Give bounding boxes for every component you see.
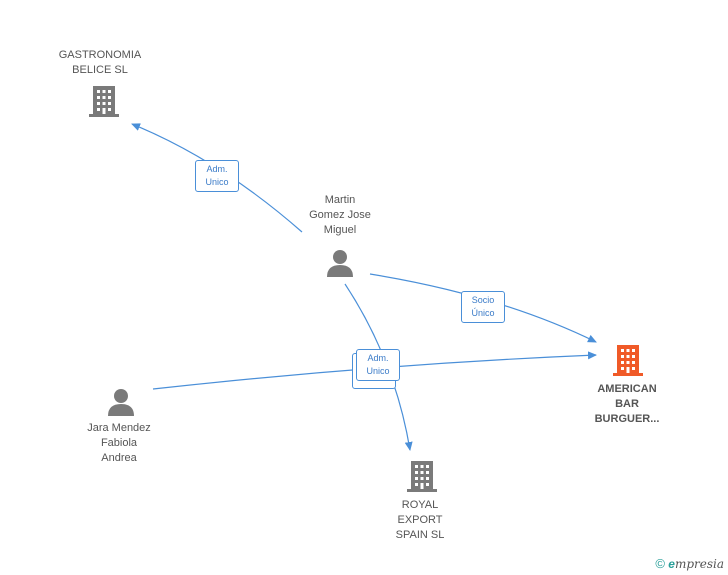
edge-label-martin-american[interactable]: Socio Único bbox=[461, 291, 505, 323]
brand-initial: e bbox=[668, 557, 675, 571]
copyright-symbol: © bbox=[655, 556, 665, 571]
edge-label-martin-gastronomia[interactable]: Adm. Unico bbox=[195, 160, 239, 192]
american-building-icon[interactable] bbox=[612, 343, 644, 382]
gastronomia-building-icon[interactable] bbox=[88, 84, 120, 123]
edge-label-martin-royal[interactable]: Adm. Unico bbox=[356, 349, 400, 381]
jara-label[interactable]: Jara Mendez Fabiola Andrea bbox=[87, 422, 151, 464]
royal-building-icon[interactable] bbox=[406, 459, 438, 498]
martin-person-icon[interactable] bbox=[325, 248, 355, 283]
empresia-logo[interactable]: © empresia bbox=[655, 556, 724, 571]
american-label[interactable]: AMERICAN BAR BURGUER... bbox=[594, 383, 660, 425]
royal-label[interactable]: ROYAL EXPORT SPAIN SL bbox=[395, 499, 445, 541]
martin-label[interactable]: Martin Gomez Jose Miguel bbox=[309, 194, 371, 236]
jara-person-icon[interactable] bbox=[106, 387, 136, 422]
gastronomia-label[interactable]: GASTRONOMIA BELICE SL bbox=[58, 49, 142, 76]
brand-name: mpresia bbox=[674, 557, 724, 571]
